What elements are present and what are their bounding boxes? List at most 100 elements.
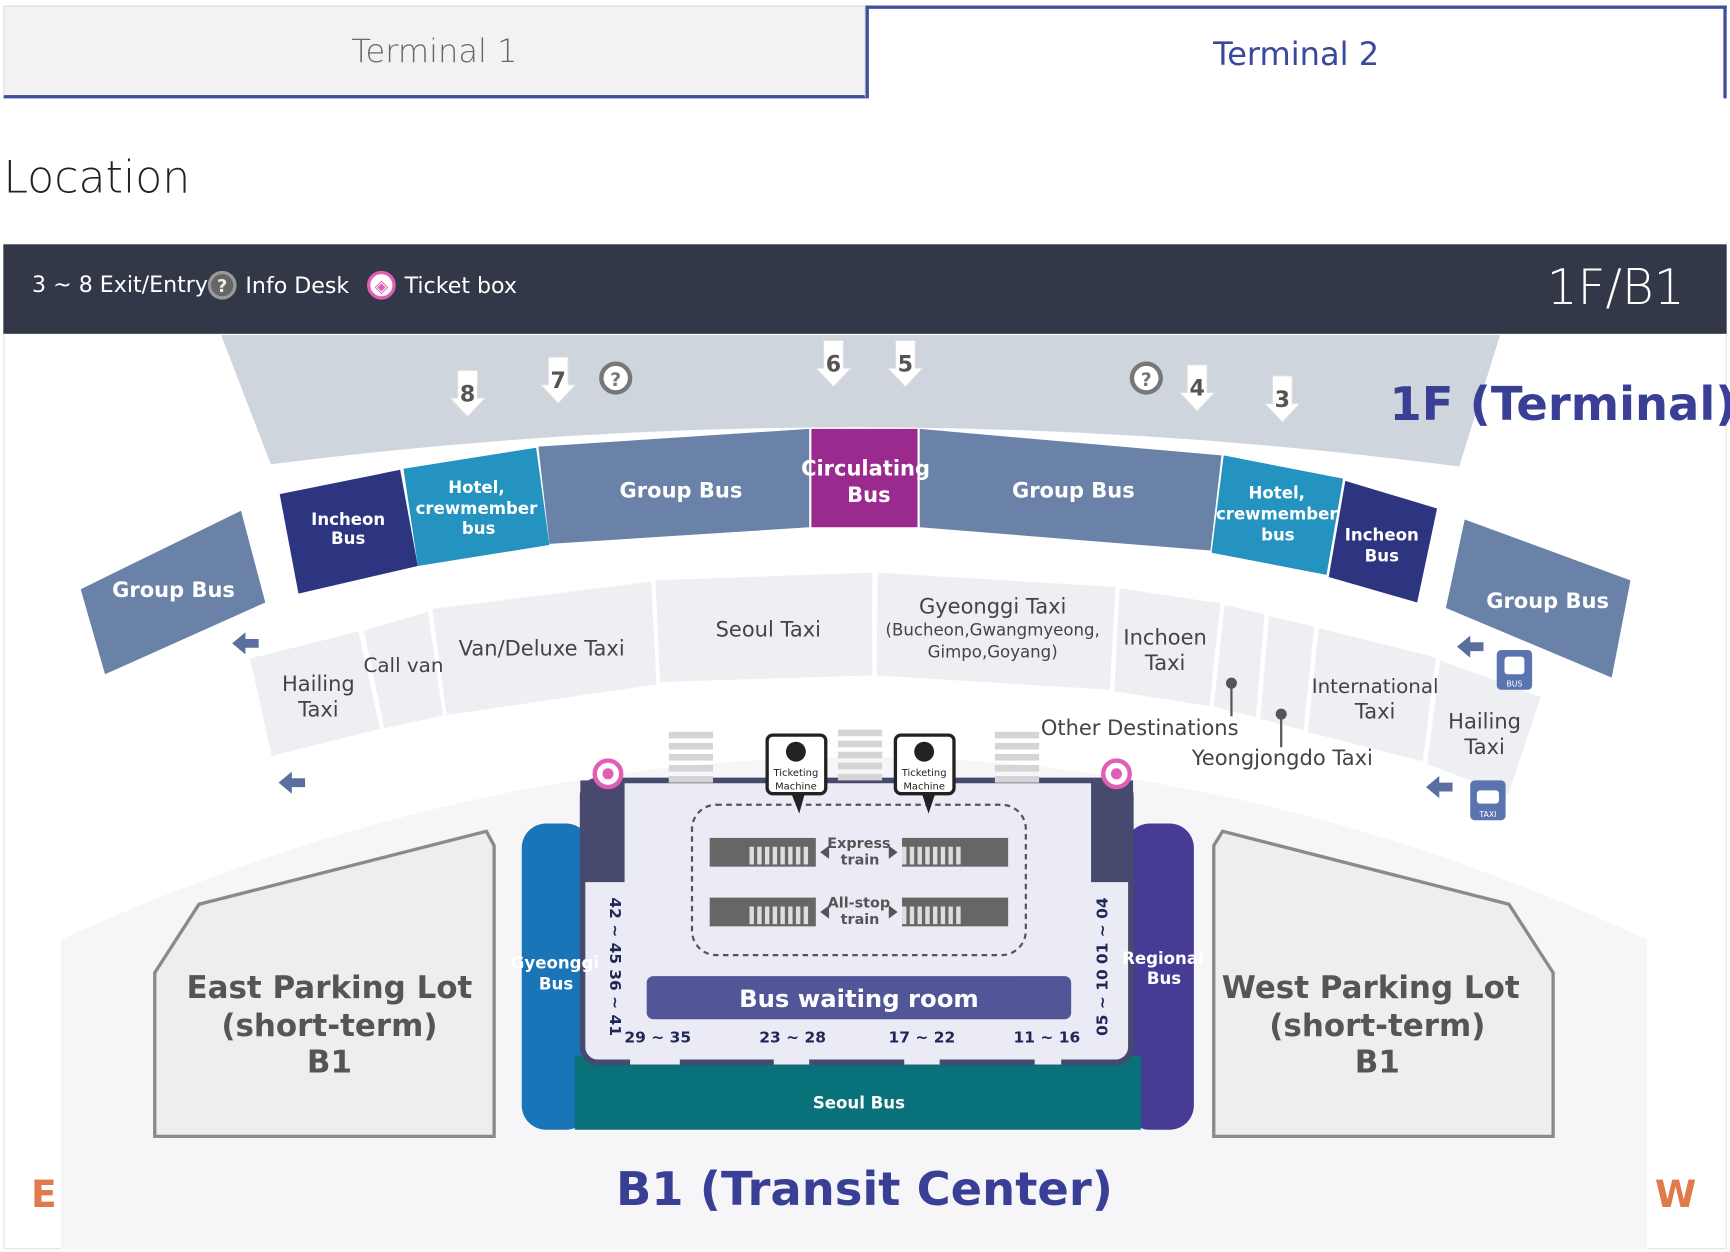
exit-7-marker: 7	[539, 356, 578, 405]
exit-4-marker: 4	[1178, 364, 1217, 413]
label-incheon-bus: Incheon	[1345, 526, 1419, 545]
label-hailing-taxi: Hailing	[282, 672, 355, 696]
tab-terminal-2[interactable]: Terminal 2	[865, 5, 1727, 99]
express-train-label: Express	[827, 836, 890, 852]
stairs	[668, 731, 714, 783]
train-track	[709, 897, 830, 927]
svg-text:5: 5	[898, 351, 913, 377]
map-header: 3 ~ 8 Exit/Entry ?Info Desk ◈Ticket box …	[3, 244, 1727, 334]
zone-group-bus-center-right	[919, 428, 1222, 551]
zone-circulating-bus	[811, 428, 918, 528]
label-circulating-bus: Bus	[847, 483, 890, 507]
zone-incheon-taxi	[1112, 585, 1223, 709]
info-desk-icon: ?	[207, 270, 237, 300]
label-incheon-taxi: Inchoen	[1123, 625, 1206, 649]
gyeonggi-bus-label: Gyeonggi	[511, 953, 599, 972]
bus-waiting-room	[646, 976, 1072, 1020]
legend-ticket: ◈Ticket box	[367, 270, 517, 300]
label-hailing-taxi: Taxi	[1463, 735, 1504, 759]
svg-text:6: 6	[826, 351, 841, 377]
label-group-bus: Group Bus	[1486, 589, 1609, 613]
level-1f-label: 1F (Terminal)	[1390, 377, 1730, 431]
tab-label: Terminal 1	[351, 32, 518, 70]
svg-text:?: ?	[610, 370, 621, 391]
west-parking-lot	[1212, 829, 1555, 1139]
pillar	[580, 780, 625, 883]
zone-group-bus-right	[1445, 519, 1631, 678]
platform-label: 05 ~ 10	[1094, 969, 1112, 1036]
svg-text:Ticketing: Ticketing	[901, 768, 947, 779]
svg-text:4: 4	[1189, 376, 1204, 402]
zone-hotel-bus-right	[1211, 455, 1344, 575]
svg-text:?: ?	[1141, 370, 1152, 391]
taxi-stop-icon: TAXI	[1470, 780, 1506, 821]
legend-info: ? Info Desk	[207, 270, 350, 300]
compass-west: W	[1655, 1172, 1696, 1216]
zone-yeongjongdo-taxi	[1257, 613, 1317, 734]
label-hailing-taxi: Hailing	[1448, 709, 1521, 733]
train-track	[709, 837, 830, 867]
level-b1-label: B1 (Transit Center)	[616, 1162, 1113, 1216]
legend-exit-label: 3 ~ 8 Exit/Entry	[32, 270, 208, 298]
label-van-deluxe-taxi: Van/Deluxe Taxi	[459, 637, 625, 661]
ticketing-machine-right: Ticketing Machine	[893, 733, 956, 814]
zone-other-destinations	[1211, 602, 1267, 720]
exit-3-marker: 3	[1263, 375, 1302, 424]
platform-label: 36 ~ 41	[606, 969, 624, 1036]
platform-label: 23 ~ 28	[759, 1028, 826, 1046]
arrow-left-icon	[232, 632, 259, 655]
compass-east: E	[31, 1172, 57, 1216]
east-parking-label: East Parking Lot	[186, 970, 472, 1006]
regional-bus-label: Bus	[1147, 969, 1181, 988]
label-group-bus: Group Bus	[1012, 478, 1135, 502]
label-call-van: Call van	[363, 654, 443, 677]
zone-incheon-bus-left	[279, 469, 418, 594]
legend-info-label: Info Desk	[245, 271, 350, 299]
stairs	[668, 729, 1040, 783]
ticketing-machine-left: Ticketing Machine	[765, 733, 828, 814]
regional-bus-label: Regional	[1122, 949, 1204, 968]
label-seoul-taxi: Seoul Taxi	[716, 618, 821, 642]
label-hotel-bus: bus	[1261, 526, 1295, 545]
taxi-band	[247, 570, 1544, 798]
west-parking-label: (short-term)	[1269, 1008, 1485, 1044]
arrow-left-icon	[278, 771, 306, 794]
platform-label: 42 ~ 45	[606, 897, 624, 964]
label-group-bus: Group Bus	[112, 578, 235, 602]
gyeonggi-bus-label: Bus	[539, 974, 573, 993]
zone-hotel-bus-left	[403, 447, 550, 566]
platform-label: 01 ~ 04	[1094, 897, 1112, 964]
label-hotel-bus: crewmember	[416, 499, 538, 518]
ticket-box-icon: ◈	[367, 270, 396, 300]
label-group-bus: Group Bus	[620, 478, 743, 502]
svg-text:TAXI: TAXI	[1478, 810, 1496, 819]
west-parking-label: B1	[1355, 1044, 1400, 1080]
trains	[709, 837, 1009, 927]
exit-6-marker: 6	[814, 339, 853, 388]
label-other-destinations: Other Destinations	[1041, 716, 1239, 740]
east-parking-label: B1	[307, 1044, 352, 1080]
label-hotel-bus: Hotel,	[1249, 484, 1305, 503]
zone-seoul-taxi	[653, 570, 875, 685]
arrow-left-icon	[1456, 635, 1484, 658]
label-gyeonggi-taxi: Gyeonggi Taxi	[919, 595, 1066, 619]
pointer-lines	[1225, 677, 1287, 748]
label-international-taxi: Taxi	[1354, 700, 1395, 724]
label-hotel-bus: crewmember	[1216, 505, 1338, 524]
tab-label: Terminal 2	[1213, 34, 1380, 73]
gyeonggi-bus-area	[521, 823, 591, 1130]
label-yeongjongdo-taxi: Yeongjongdo Taxi	[1191, 746, 1373, 770]
zone-van-deluxe	[429, 579, 659, 718]
bus-gates	[630, 1055, 1062, 1065]
ticket-icon	[785, 741, 806, 762]
platform-label: 11 ~ 16	[1013, 1028, 1080, 1046]
tab-terminal-1[interactable]: Terminal 1	[3, 5, 866, 99]
zone-hailing-taxi-left	[247, 628, 383, 759]
label-circulating-bus: Circulating	[801, 456, 930, 480]
exit-8-marker: 8	[448, 369, 487, 418]
zone-gyeonggi-taxi	[874, 570, 1118, 693]
seoul-bus-label: Seoul Bus	[813, 1094, 905, 1113]
pillar	[1091, 780, 1134, 883]
arrow-left-icon	[1426, 776, 1453, 799]
